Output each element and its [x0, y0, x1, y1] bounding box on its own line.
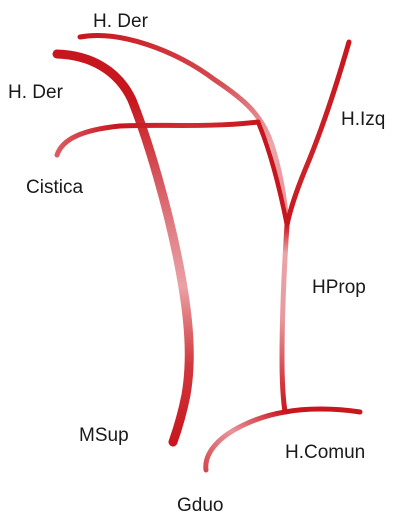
label-msup: MSup — [79, 425, 129, 446]
label-h-comun: H.Comun — [285, 442, 365, 463]
vessel-msup — [57, 54, 189, 442]
label-h-der-left: H. Der — [8, 82, 64, 103]
label-h-der-top: H. Der — [93, 11, 149, 32]
vessel-gduo — [206, 412, 285, 470]
label-cistica: Cistica — [26, 177, 83, 198]
vessel-hepatic-left — [287, 42, 349, 225]
vessel-h-comun — [285, 409, 360, 412]
label-hprop: HProp — [312, 277, 366, 298]
vessel-hepatic-right-upper — [80, 36, 287, 225]
vessel-hprop — [282, 225, 287, 412]
vessel-cistica — [57, 122, 258, 155]
label-h-izq: H.Izq — [341, 109, 385, 130]
labels: H. Der H. Der H.Izq Cistica HProp MSup H… — [8, 11, 385, 515]
vessels — [57, 36, 360, 470]
label-gduo: Gduo — [177, 495, 223, 515]
vessel-junction-link — [258, 122, 287, 225]
